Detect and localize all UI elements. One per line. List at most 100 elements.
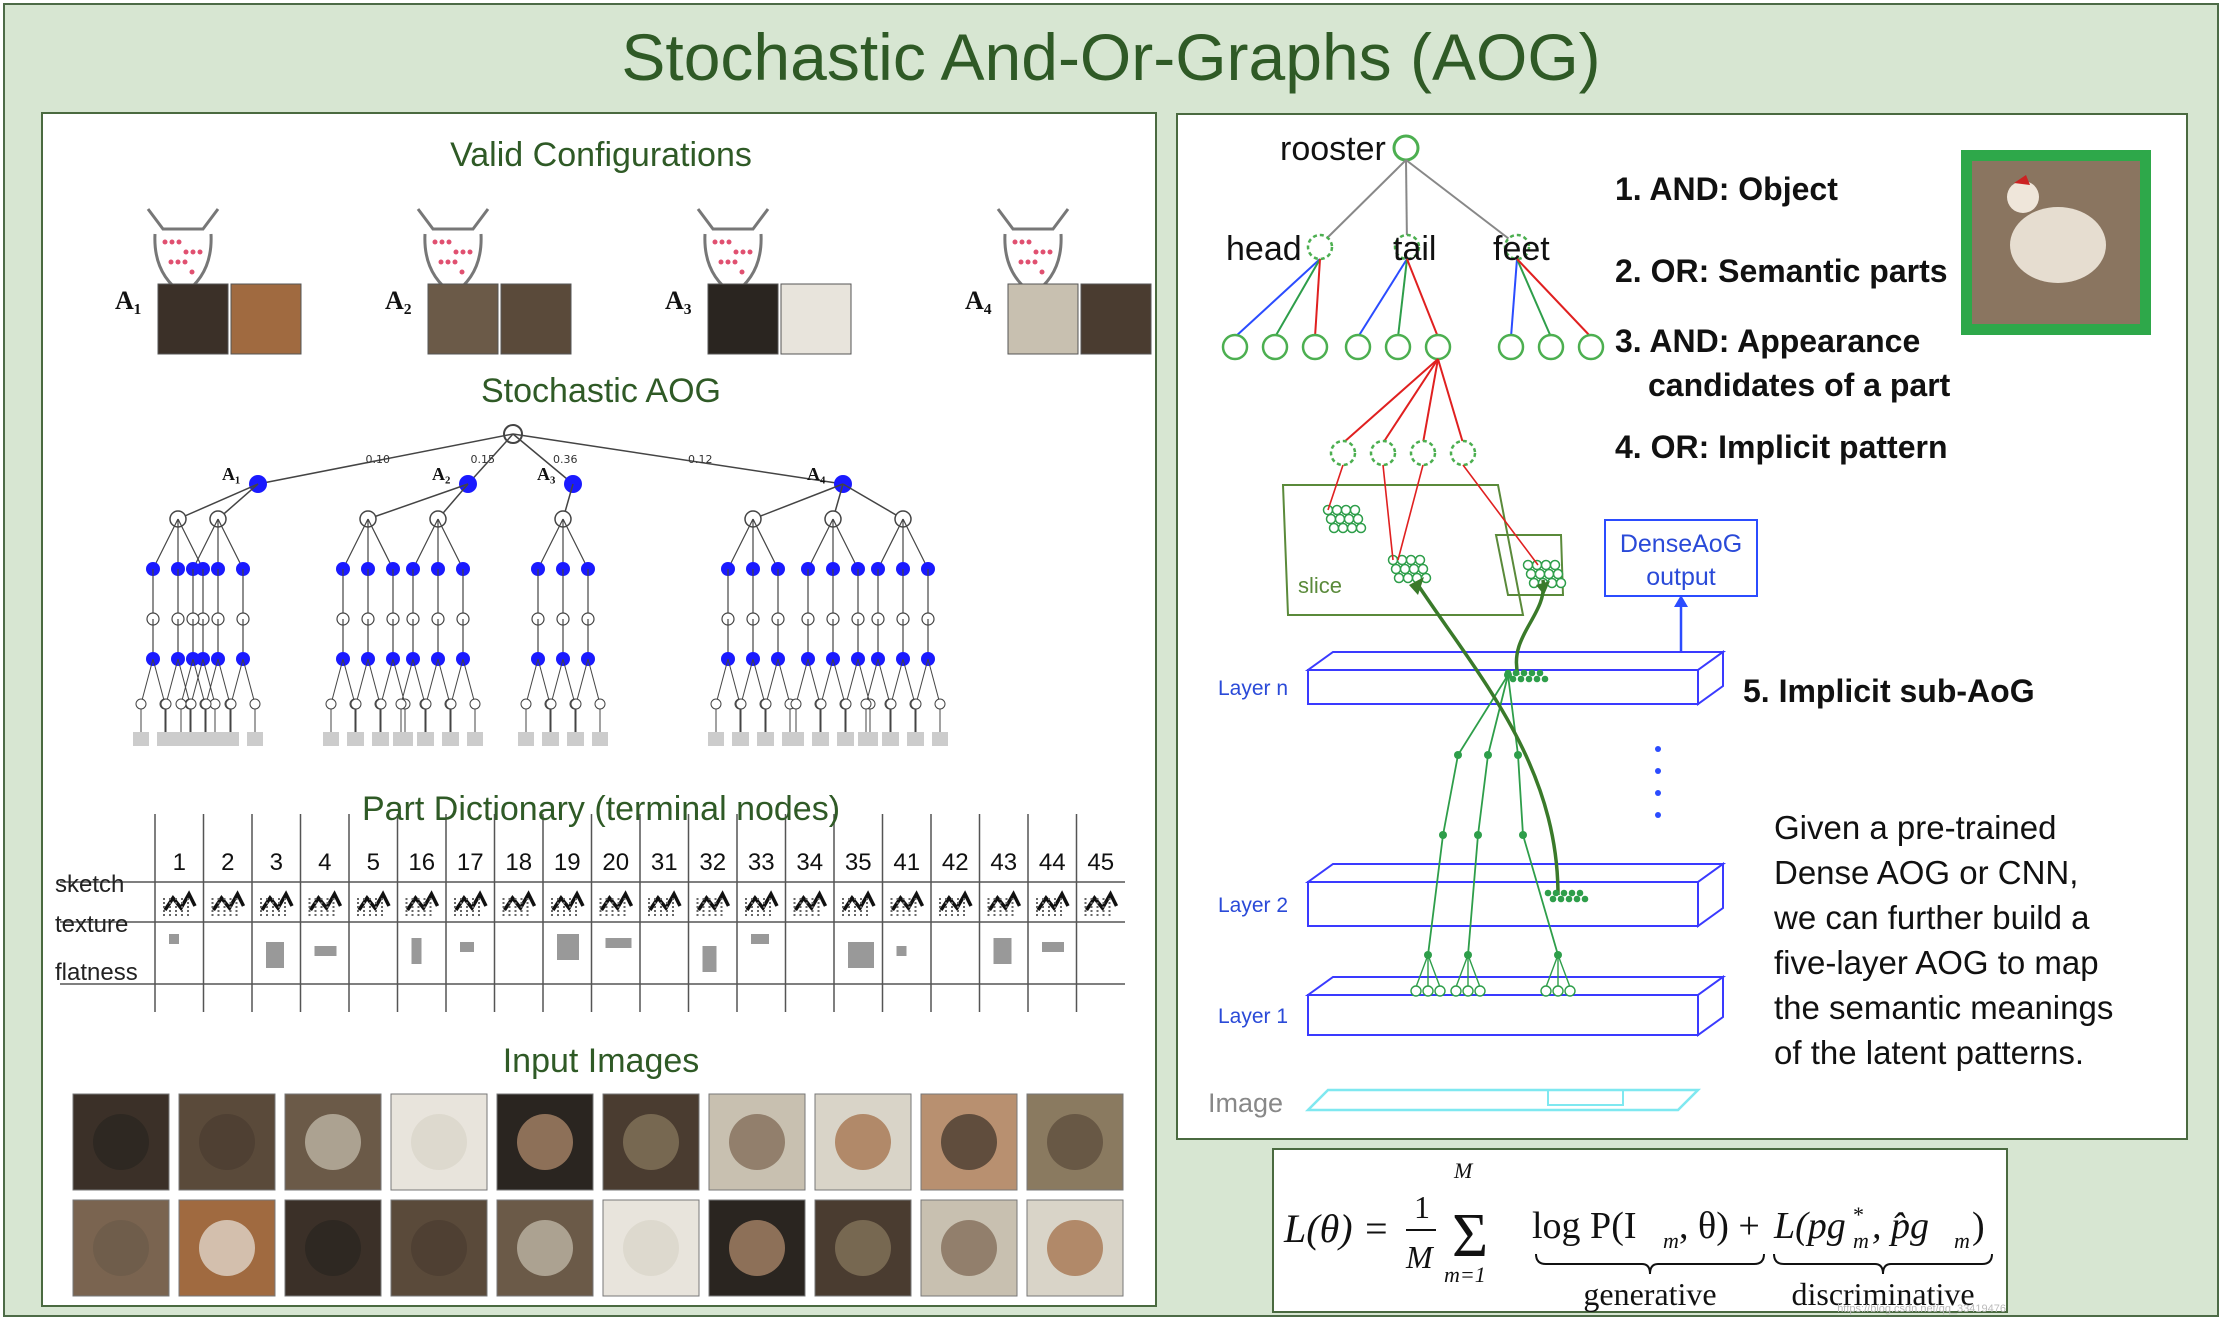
sketch-dot: [1040, 249, 1046, 255]
sub-aog-edge: [1545, 954, 1559, 988]
sketch-stroke: [696, 208, 770, 296]
slice-unit: [1393, 572, 1405, 584]
layer-unit: [1581, 895, 1589, 903]
layer-unit: [1576, 889, 1584, 897]
slice-unit: [1555, 577, 1567, 589]
aog-or-node: [420, 698, 432, 710]
sketch-dot: [452, 259, 458, 265]
input-image-face: [835, 1114, 891, 1170]
sketch-dot: [183, 249, 189, 255]
sub-aog-edge: [1427, 834, 1444, 956]
slice-unit: [1534, 568, 1546, 580]
sketch-dot: [1039, 269, 1045, 275]
sketch-dot: [176, 239, 182, 245]
aog-edge: [152, 518, 179, 570]
aog-terminal-box: [373, 732, 389, 746]
aog-or-node: [200, 698, 212, 710]
aog-or-node: [860, 698, 872, 710]
aog-or-node: [469, 698, 481, 710]
slice-unit: [1543, 568, 1555, 580]
aog-terminal-box: [813, 732, 829, 746]
aog-edge: [1234, 258, 1321, 338]
slice-unit: [1334, 513, 1346, 525]
aog-edge: [140, 658, 154, 705]
aog-edge: [927, 658, 941, 705]
aog-terminal-box: [158, 732, 174, 746]
dict-column-header: 3: [270, 849, 283, 876]
aog-or-node: [249, 698, 261, 710]
formula-discriminative-close: ): [1972, 1205, 1985, 1247]
step-1-label: 1. AND: Object: [1615, 171, 1838, 207]
step-4-label: 4. OR: Implicit pattern: [1615, 429, 1948, 465]
aog-terminal-box: [592, 732, 608, 746]
aog-edge: [380, 658, 394, 705]
sub-aog-edge: [1467, 834, 1479, 956]
config-photo: [157, 283, 229, 355]
sub-aog-edge: [1487, 674, 1509, 756]
aog-terminal-box: [348, 732, 364, 746]
input-image-face: [411, 1114, 467, 1170]
aog-edge: [192, 518, 219, 570]
sub-aog-edge: [1415, 954, 1429, 988]
sketch-dot: [438, 259, 444, 265]
slice-unit: [1420, 572, 1432, 584]
description: Given a pre-trained Dense AOG or CNN, we…: [1774, 805, 2113, 1075]
formula-sum-top: M: [1453, 1158, 1474, 1183]
sketch-dot: [726, 239, 732, 245]
aog-terminal-box: [173, 732, 189, 746]
candidate-node: [1424, 333, 1452, 361]
aog-edge: [205, 658, 219, 705]
sketch-dot: [712, 239, 718, 245]
generative-underbrace: [1535, 1253, 1765, 1275]
sub-aog-edge: [1477, 754, 1489, 836]
projection-arrow-head: [1536, 581, 1550, 595]
input-images-heading: Input Images: [502, 1042, 700, 1080]
aog-terminal-box: [932, 732, 948, 746]
aog-edge: [330, 658, 344, 705]
aog-edge: [877, 518, 904, 570]
description-line: Given a pre-trained: [1774, 809, 2057, 846]
aog-edge: [890, 658, 904, 705]
dict-flatness-mark: [557, 934, 579, 960]
layer-unit: [1568, 889, 1576, 897]
sketch-dot: [459, 269, 465, 275]
layer-unit: [1560, 889, 1568, 897]
layer-n-front: [1307, 669, 1699, 705]
dict-column-header: 43: [990, 849, 1017, 876]
dict-column-header: 31: [651, 849, 678, 876]
aog-terminal-box: [838, 732, 854, 746]
sub-aog-node: [1454, 751, 1462, 759]
aog-edge: [1510, 258, 1518, 338]
layer-unit: [1557, 895, 1565, 903]
input-image-face: [305, 1114, 361, 1170]
sub-aog-edge: [1427, 954, 1441, 988]
input-image-face: [729, 1114, 785, 1170]
aog-or-node: [185, 698, 197, 710]
layer-unit: [1528, 669, 1536, 677]
dict-flatness-mark: [314, 946, 337, 956]
candidate-node: [1221, 333, 1249, 361]
dict-column-header: 41: [893, 849, 920, 876]
sketch-dot: [432, 239, 438, 245]
sub-aog-leaf: [1434, 985, 1446, 997]
aog-or-node: [545, 698, 557, 710]
slice-unit: [1522, 559, 1534, 571]
formula-sub: m: [1853, 1228, 1869, 1253]
sub-aog-node: [1484, 751, 1492, 759]
dict-column-header: 17: [457, 849, 484, 876]
input-image-face: [93, 1220, 149, 1276]
slice-unit: [1343, 513, 1355, 525]
sketch-dot: [169, 239, 175, 245]
slice-unit: [1328, 522, 1340, 534]
aog-edge: [587, 658, 601, 705]
config-photo: [230, 283, 302, 355]
aog-or-node: [225, 698, 237, 710]
aog-edge: [217, 518, 244, 570]
input-image-face: [411, 1220, 467, 1276]
aog-edge-prob: 0.15: [471, 453, 496, 466]
sketch-dot: [453, 249, 459, 255]
aog-branch-label: A₂: [432, 464, 450, 484]
slice-unit: [1540, 559, 1552, 571]
slice-label: slice: [1298, 573, 1342, 598]
